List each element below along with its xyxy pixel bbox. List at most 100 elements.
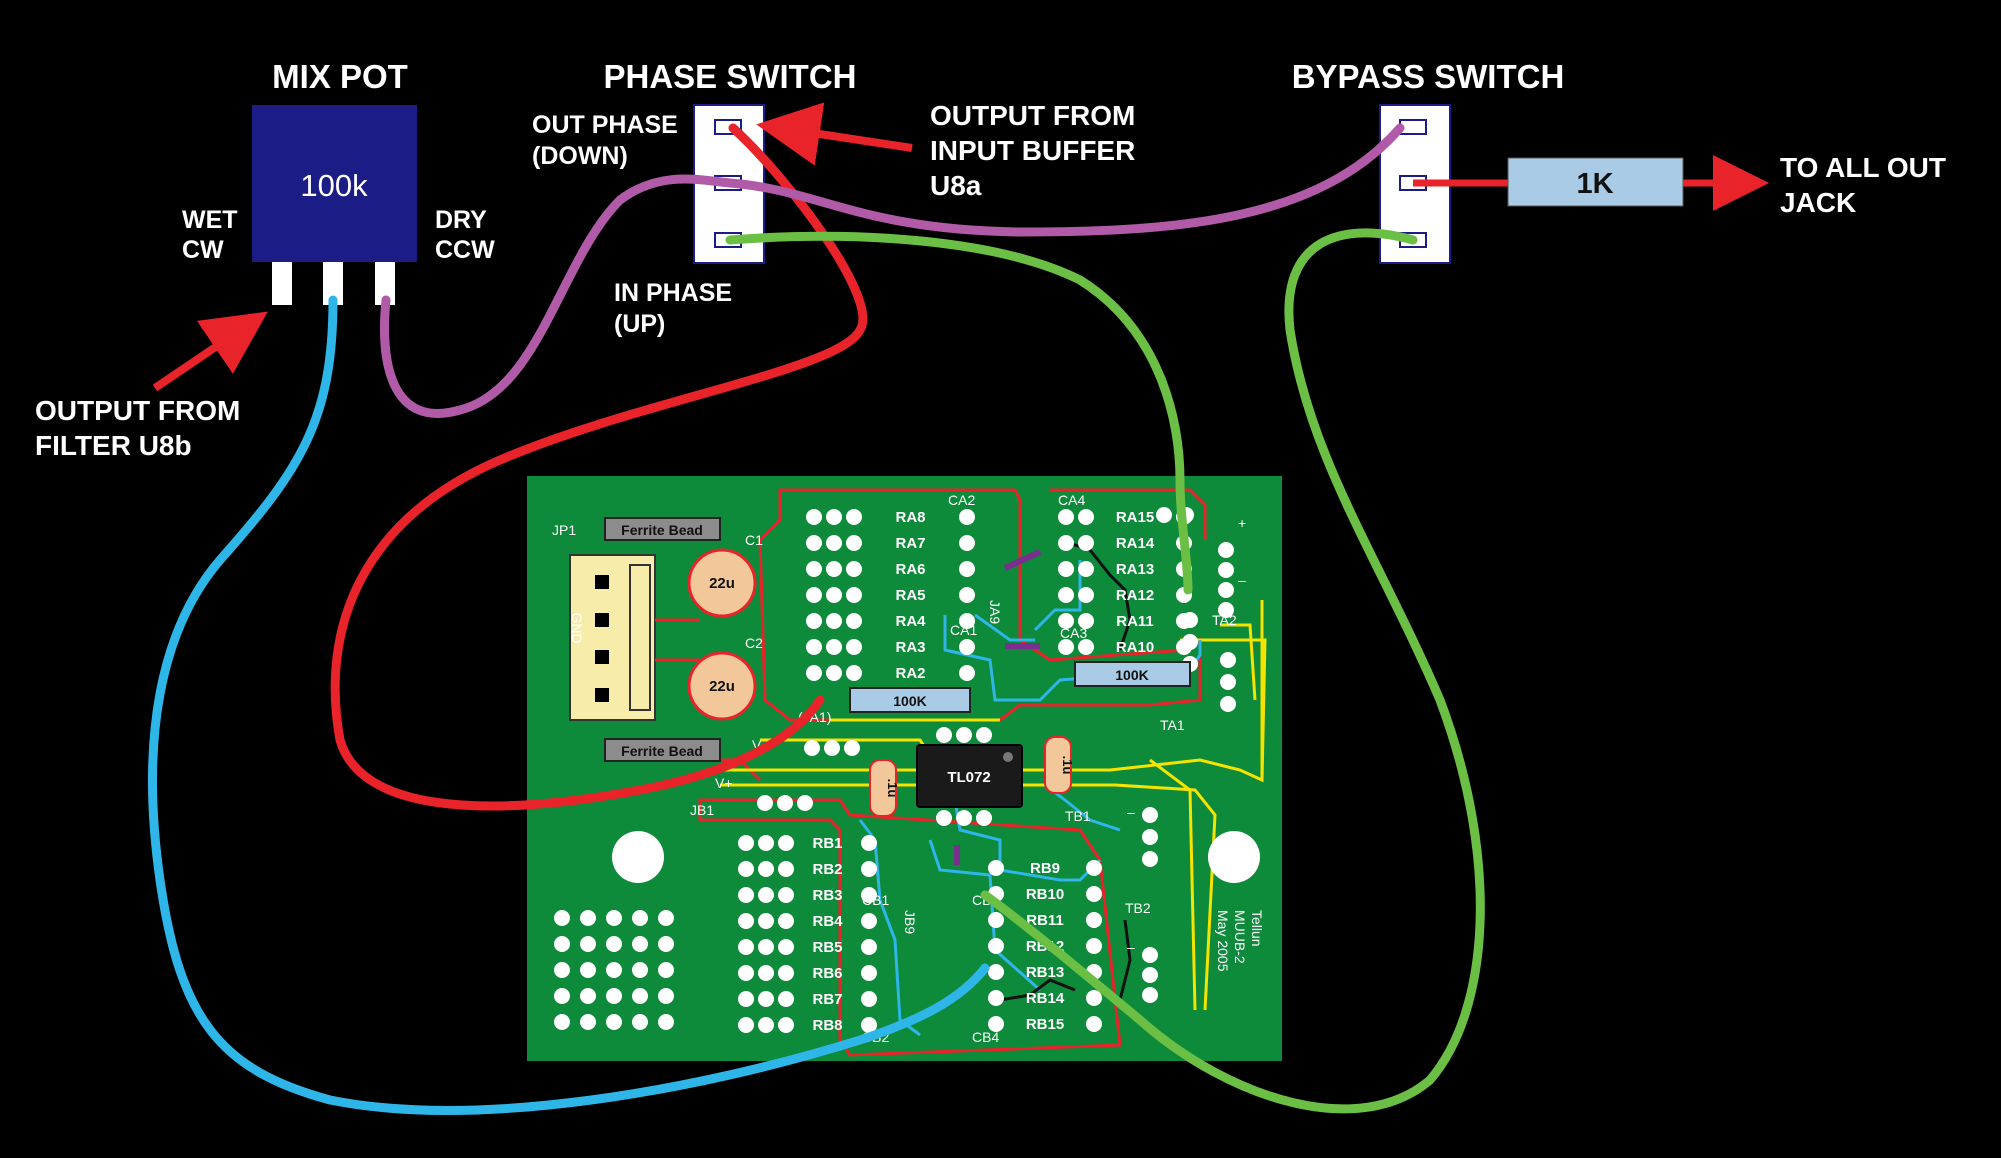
in-phase-up-label: (UP) [614,310,665,338]
pad [778,835,794,851]
resistor-label: RA15 [1116,509,1154,526]
pad [1086,938,1102,954]
pad [1156,507,1172,523]
pad [988,860,1004,876]
pad [846,639,862,655]
resistor-rb14: RB14 [988,990,1102,1007]
bypass-switch: BYPASS SWITCH 1K TO ALL OUT JACK [1292,58,1946,264]
resistor-rb7: RB7 [738,991,877,1008]
pad [738,887,754,903]
jp1-label: JP1 [552,522,576,538]
pad [738,965,754,981]
pad [778,887,794,903]
pad [824,740,840,756]
mix-pot-body [252,105,417,262]
pad [861,939,877,955]
mix-pot-lug-dry [375,262,395,305]
mix-pot-lug-wet [272,262,292,305]
pad [1142,967,1158,983]
ic-tl072: TL072 [916,744,1023,808]
pad [658,936,674,952]
pad [778,991,794,1007]
mounting-hole-left [612,831,664,883]
cap-01-right-label: .1u [1060,756,1075,775]
credit-line-3: May 2005 [1215,910,1231,972]
cap-c1-value: 22u [709,575,735,592]
pad [846,665,862,681]
filter-line-1: OUTPUT FROM [35,395,240,426]
resistor-label: RB2 [812,861,842,878]
out-phase-label: OUT PHASE [532,111,678,139]
pad [826,509,842,525]
resistor-label: RB6 [812,965,842,982]
resistor-ra5: RA5 [806,587,975,604]
resistor-100k-left-label: 100K [893,693,926,709]
resistor-label: RA13 [1116,561,1154,578]
pad [778,965,794,981]
cap-c2: 22u C2 [687,635,763,721]
pad [988,1016,1004,1032]
pad [959,561,975,577]
cap-01-left-label: .1u [885,779,900,798]
pad [632,988,648,1004]
resistor-label: RA10 [1116,639,1154,656]
pad [1086,990,1102,1006]
pad [1142,829,1158,845]
filter-arrow [152,311,268,392]
cb1-label: CB1 [862,892,889,908]
pad [826,613,842,629]
jb1-label: JB1 [690,802,714,818]
tb1-minus-label: – [1127,804,1135,820]
resistor-1k [1507,157,1684,207]
pad [1142,851,1158,867]
resistor-label: RA7 [895,535,925,552]
pad [738,861,754,877]
ccw-label: CCW [435,236,495,264]
tb2-minus-label: – [1127,939,1135,955]
resistor-label: RB8 [812,1017,842,1034]
pad [806,535,822,551]
pad [632,1014,648,1030]
resistor-ra2: RA2 [806,665,975,682]
in-phase-label: IN PHASE [614,279,732,307]
pad [758,887,774,903]
resistor-label: RB3 [812,887,842,904]
ferrite-bottom-label: Ferrite Bead [621,743,703,759]
resistor-label: RA6 [895,561,925,578]
pad [1058,535,1074,551]
resistor-rb2: RB2 [738,861,877,878]
cap-c2-value: 22u [709,678,735,695]
resistor-label: RB11 [1026,912,1064,929]
pad [1078,613,1094,629]
cap-c1: 22u C1 [687,532,763,618]
pad [806,665,822,681]
pad [1142,807,1158,823]
pad [826,665,842,681]
pad [988,938,1004,954]
pad [757,795,773,811]
resistor-100k-right: 100K [1074,661,1191,687]
pad [976,727,992,743]
mix-pot-title: MIX POT [272,58,408,95]
pad [1086,860,1102,876]
pad [956,810,972,826]
resistor-label: RB13 [1026,964,1064,981]
resistor-label: RB7 [812,991,842,1008]
pad [846,613,862,629]
resistor-label: RA11 [1116,613,1154,630]
resistor-1k-label: 1K [1576,168,1613,200]
ferrite-top-label: Ferrite Bead [621,522,703,538]
resistor-ra10: RA10 [1058,639,1192,656]
pad [1078,639,1094,655]
pad [554,910,570,926]
pad [861,835,877,851]
to-out-label: TO ALL OUT [1780,152,1946,183]
pad [1058,509,1074,525]
pad [826,561,842,577]
wire-blue [148,295,990,1115]
ta2-plus-label: + [1238,515,1246,531]
mix-pot-value: 100k [300,168,368,203]
cb4-label: CB4 [972,1029,999,1045]
resistor-ra11: RA11 [1058,613,1192,630]
